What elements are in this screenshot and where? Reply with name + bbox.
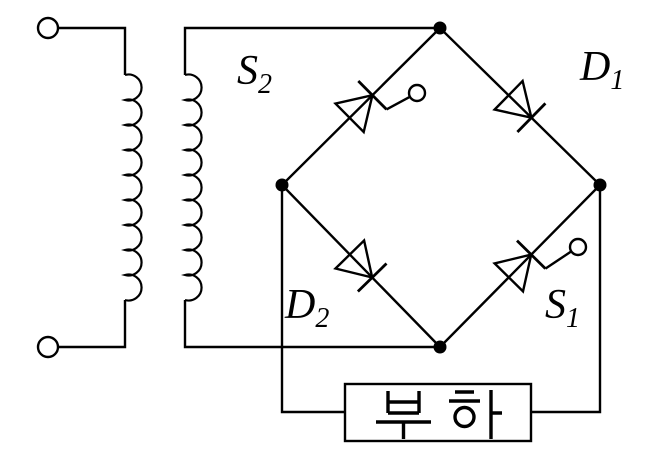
- diode-d2: [333, 238, 388, 293]
- load-label-glyph-ha-circle: [453, 405, 476, 429]
- label-d2: D2: [284, 282, 329, 334]
- ac-input-terminal-top: [36, 16, 60, 40]
- thyristor-s1-gate-terminal: [568, 237, 588, 257]
- diode-d1: [492, 78, 547, 133]
- ac-input-terminal-bottom: [36, 335, 60, 359]
- thyristor-s2-triangle: [333, 93, 375, 135]
- thyristor-s2-gate-lead: [385, 95, 411, 111]
- junction-node-top: [433, 21, 447, 35]
- thyristor-s1: [492, 237, 588, 294]
- label-d1: D1: [579, 44, 624, 96]
- load-box: [343, 382, 533, 443]
- diode-d1-triangle: [492, 78, 534, 120]
- diode-d1-cathode-bar: [516, 102, 547, 133]
- diode-d2-cathode-bar: [356, 262, 388, 293]
- thyristor-s1-gate-lead: [544, 250, 572, 270]
- junction-node-left: [275, 178, 289, 192]
- transformer-secondary-winding: [180, 73, 203, 302]
- diode-d2-triangle: [333, 238, 374, 280]
- thyristor-s2-cathode-bar: [357, 80, 388, 111]
- load-label-glyph-ha: [449, 390, 502, 439]
- thyristor-s2-gate-terminal: [407, 83, 427, 103]
- load: 부하: [343, 382, 533, 443]
- thyristor-s1-triangle: [492, 252, 533, 294]
- load-label-glyph-bu: [376, 391, 431, 439]
- thyristor-s2: [333, 80, 427, 135]
- load-label-text: 부하: [394, 386, 482, 439]
- label-s1: S1: [545, 282, 580, 334]
- thyristor-s1-cathode-bar: [516, 239, 547, 270]
- junction-node-bottom: [433, 340, 447, 354]
- junction-node-right: [593, 178, 607, 192]
- transformer-primary-winding: [120, 73, 143, 302]
- label-s2: S2: [237, 48, 272, 100]
